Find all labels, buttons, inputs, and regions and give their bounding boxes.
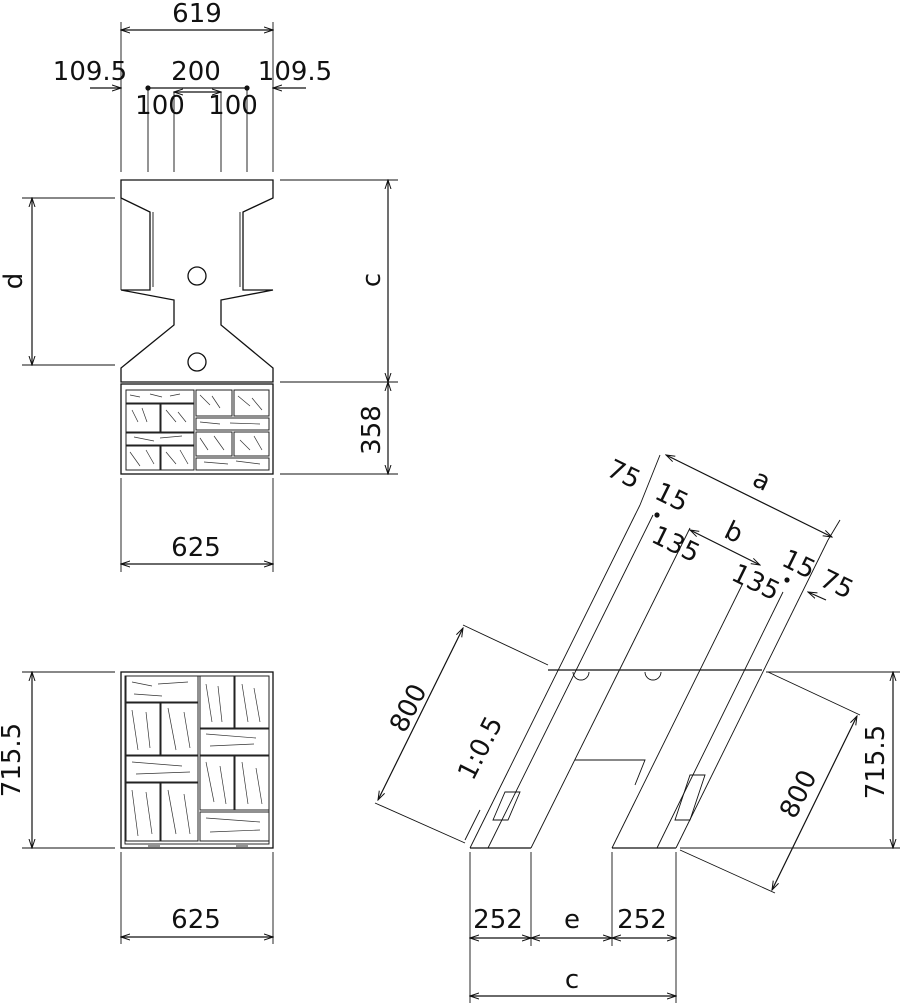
plan-basket [120,383,274,475]
side-view: a b 75 15 135 135 15 75 800 1:0.5 800 71… [374,454,900,1003]
dim-base-width-top: 625 [171,533,221,563]
dim-foot-left: 252 [473,905,523,935]
slope-ratio: 1:0.5 [452,712,509,785]
dim-height-c: c [357,273,387,287]
dim-offset-left: 135 [647,520,705,569]
dim-height-d: d [0,273,29,290]
front-view: 715.5 625 [0,672,273,944]
dim-overall-width: 619 [172,0,222,29]
top-view: 619 109.5 200 109.5 100 100 d [0,0,398,572]
dim-wall-depth: 358 [357,405,387,455]
dim-slope-length-right: 800 [774,765,823,823]
dim-edge-right: 75 [815,564,858,605]
dim-offset-right: 135 [727,558,785,607]
dim-inner-right: 100 [208,91,258,121]
dim-inner-left: 100 [135,91,185,121]
dim-top-span-a: a [748,464,775,498]
dim-side-offset-left: 109.5 [53,57,127,87]
front-basket [120,671,274,849]
dim-center-span: 200 [171,57,221,87]
dim-side-offset-right: 109.5 [258,57,332,87]
dim-gap-e: e [564,905,580,935]
dim-edge-left: 75 [602,454,645,495]
bolt-hole-lower [187,352,207,372]
dim-lip-left: 15 [650,477,693,518]
dim-base-width-front: 625 [171,905,221,935]
dim-overall-c: c [565,965,579,995]
dim-slope-length-left: 800 [384,679,433,737]
bolt-hole-upper [187,266,207,286]
dim-side-height: 715.5 [861,725,891,799]
dim-foot-right: 252 [617,905,667,935]
dim-inner-span-b: b [720,516,748,550]
dim-front-height: 715.5 [0,723,27,797]
